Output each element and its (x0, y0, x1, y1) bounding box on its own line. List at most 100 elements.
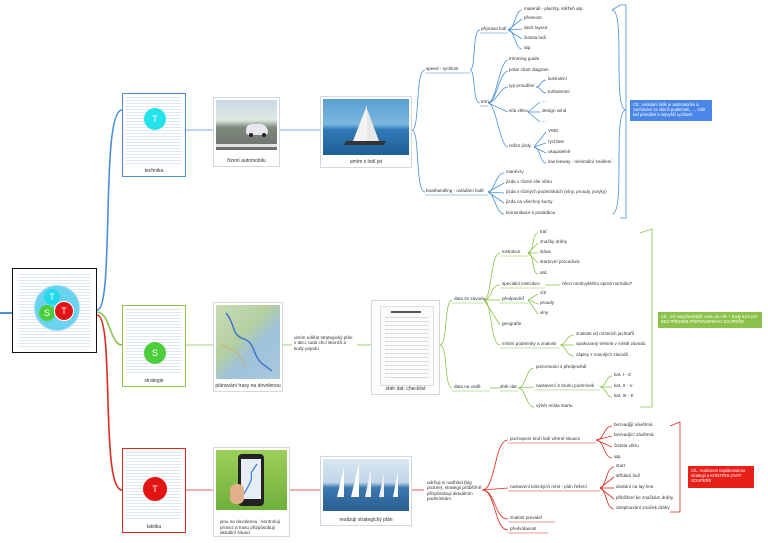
technika-label: technika (144, 168, 164, 174)
boat-item-kurzy[interactable]: jízda na všechny kurzy (506, 199, 553, 204)
route-line (220, 312, 273, 372)
instr-znacky[interactable]: značky dráhy (540, 239, 568, 244)
typ-laminarni[interactable]: laminární (548, 76, 567, 81)
instr-trat[interactable]: trať (540, 229, 548, 234)
nast-layline[interactable]: dostání na lay-line (616, 484, 654, 489)
priprava-item-presnost[interactable]: přesnost (524, 15, 542, 20)
rezim-vmg[interactable]: VMG (548, 128, 559, 133)
strategie-label: strategie (144, 378, 164, 384)
boat-item-komunikace[interactable]: komunikace s posádkou (506, 210, 556, 215)
strategie-node[interactable]: S strategie (122, 305, 186, 387)
mistni-znalosti[interactable]: znalosti od místních jachtařů (576, 331, 635, 336)
taktika-photo-regatta[interactable]: realizuji strategický plán (320, 456, 412, 526)
priprava-item-atp[interactable]: atp. (524, 45, 532, 50)
root-node[interactable]: T S T (12, 268, 97, 353)
instr-atd[interactable]: atd. (540, 270, 548, 275)
kat-1[interactable]: kat. I - Z (614, 372, 631, 377)
strategie-goal[interactable]: CÍL: mít nejvýhodnější cestu do cíle + b… (658, 312, 762, 328)
typ-proudeni[interactable]: typ proudění (509, 83, 535, 88)
technika-photo-sailing[interactable]: umím s lodí jet (320, 96, 412, 168)
sila-vetru[interactable]: síla větru (509, 108, 528, 113)
root-letter-s-green: S (39, 305, 55, 321)
znalost-pravidel[interactable]: znalost pravidel (510, 515, 542, 520)
low-leeway[interactable]: low leeway - minimální snášení (548, 159, 612, 164)
geografie-node[interactable]: geografie (502, 321, 522, 326)
boat-item-manevry[interactable]: manévry (506, 169, 524, 174)
priprava-item-deck[interactable]: deck layout (524, 25, 548, 30)
instrukce-node[interactable]: instrukce (502, 249, 521, 254)
speed-node[interactable]: speed - rychlost (426, 66, 459, 71)
route-map-image (216, 305, 280, 379)
taktika-photo-phone[interactable]: jsou na dovolenou - kontroluji provoz a … (213, 447, 290, 537)
data-ze-zavodu[interactable]: data ze závodu (454, 296, 486, 301)
nast-obeplouvani[interactable]: obeplouvání značek dráhy (616, 505, 670, 510)
neobvykle[interactable]: něco neobvyklého oproti normálu? (562, 281, 633, 286)
trim-node[interactable]: trim (481, 99, 489, 104)
technika-node[interactable]: T technika (122, 93, 186, 177)
priprava-item-cistota[interactable]: čistota lodí (524, 35, 546, 40)
rezim-ukapatelne[interactable]: ukapatelně (548, 149, 571, 154)
regatta-image (323, 459, 409, 511)
sber-nastaveni[interactable]: nastavení 3 druhu podmínek (536, 383, 595, 388)
mistni-trenink[interactable]: opakovaný trénink v místě závodu (576, 341, 646, 346)
priprava-item-material[interactable]: materiál - plachty, stěžeň atp. (524, 6, 584, 11)
predvidavost[interactable]: předvídavost (510, 526, 537, 531)
taktika-big-picture-text[interactable]: udržuji si nadhled (big picture), strate… (427, 480, 482, 502)
mistni-podminky[interactable]: místní podmínky a znalosti (502, 341, 557, 346)
taktika-circle: T (143, 477, 167, 501)
nastaveni-node[interactable]: nastavení kritických míst - plán řešení (510, 484, 587, 489)
poch-navetrna[interactable]: bezvadjíjí návětrná (614, 422, 653, 427)
rezim-rychlost[interactable]: rychlost (548, 139, 564, 144)
technika-goal[interactable]: CÍL: ovládání lodě je automatické a zach… (630, 100, 712, 121)
pred-vlny[interactable]: vlny (540, 310, 549, 315)
technika-photo-car[interactable]: řízení automobilu (213, 97, 280, 167)
sila-item-3[interactable]: ... (542, 118, 546, 123)
kat-3[interactable]: kat. III - K (614, 393, 634, 398)
nast-start[interactable]: start (616, 463, 625, 468)
root-letter-t-cyan: T (44, 289, 60, 305)
data-na-vode[interactable]: data na vodě (454, 384, 481, 389)
strategie-photo-map[interactable]: plánování trasy na dovolenou (213, 302, 283, 392)
sber-vyber[interactable]: výběr místa startu (536, 403, 573, 408)
mistni-zapisy[interactable]: zápisy z minulých závodů (576, 352, 629, 357)
poch-zavetrna[interactable]: bezvadjící závětrná (614, 432, 654, 437)
pred-proudy[interactable]: proudy (540, 300, 555, 305)
sber-dat-node[interactable]: sběr dat (500, 384, 517, 389)
instr-slava[interactable]: sláva (540, 249, 551, 254)
root-logo: T S T (34, 285, 80, 331)
nast-stridani[interactable]: střídání lodí (616, 473, 641, 478)
boat-item-sila[interactable]: jízda v různé síle větru (506, 179, 552, 184)
root-letter-t-red: T (54, 301, 74, 321)
checklist-document[interactable]: sběr dat: checklist (371, 300, 440, 395)
priprava-node[interactable]: příprava lodí (481, 26, 507, 31)
boathandling-node[interactable]: boathandling - ovládání lodě (426, 188, 484, 193)
phone-map-route (243, 463, 258, 495)
car-caption: řízení automobilu (227, 158, 266, 164)
instr-startovni[interactable]: startovní procedura (540, 259, 580, 264)
strategie-plan-text[interactable]: umím udělat strategický plán v akci, tud… (294, 335, 353, 351)
regatta-caption: realizuji strategický plán (339, 517, 393, 523)
trimming-guide[interactable]: trimming guide (509, 56, 540, 61)
predpoved-node[interactable]: předpověď (502, 296, 524, 301)
sila-item-design-wind[interactable]: design wind (542, 108, 567, 113)
rezim-jizdy[interactable]: režim jízdy (509, 143, 531, 148)
map-caption: plánování trasy na dovolenou (215, 383, 281, 389)
taktika-node[interactable]: T taktika (122, 448, 186, 533)
sila-item-1[interactable]: ... (542, 98, 546, 103)
taktika-goal[interactable]: CÍL: realizovat naplánovanou strategii a… (688, 466, 754, 488)
checklist-caption: sběr dat: checklist (385, 386, 426, 392)
boat-item-podminky[interactable]: jízda v různých podmínkách (vlny, proudy… (506, 189, 607, 194)
car-image (216, 100, 277, 150)
nast-priblizeni[interactable]: přiblížení ke značkám dráhy (616, 495, 674, 500)
poch-atp[interactable]: atp. (614, 454, 622, 459)
polar-chart[interactable]: polar chart diagram (509, 67, 549, 72)
taktika-label: taktika (146, 524, 162, 530)
pochopeni-node[interactable]: pochopení kruh lodí větrné situace (510, 436, 581, 441)
sber-pozorovani[interactable]: pozorování s předpovědí (536, 364, 587, 369)
pred-vitr[interactable]: vítr (540, 290, 547, 295)
typ-turbulentni[interactable]: turbulentní (548, 89, 570, 94)
specialni-instrukce[interactable]: speciální instrukce (502, 281, 540, 286)
kat-2[interactable]: kat. II - V (614, 383, 633, 388)
poch-cistota[interactable]: čistota větru (614, 443, 639, 448)
